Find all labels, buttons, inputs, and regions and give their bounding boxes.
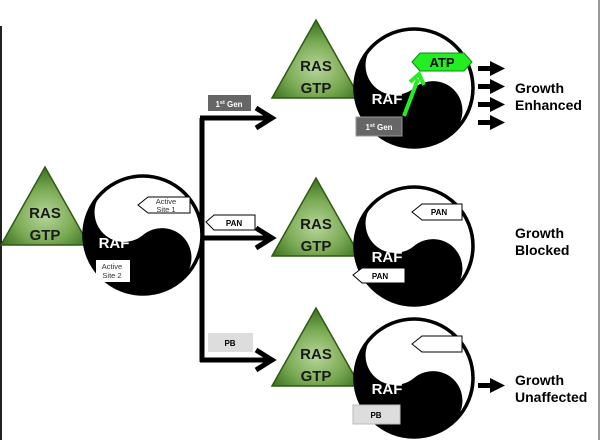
- branch-connector: [199, 105, 277, 373]
- enhanced-growth-arrows: [478, 61, 505, 130]
- branch-3-gtp-label: GTP: [301, 368, 332, 385]
- branch-1-raf-right-label: RAF: [421, 91, 452, 108]
- branch-2-ras-label: RAS: [300, 216, 332, 233]
- svg-text:Site 1: Site 1: [156, 205, 175, 214]
- svg-text:PB: PB: [224, 339, 235, 348]
- branch-2-raf-left-label: RAF: [372, 249, 403, 266]
- branch-2-raf-right-label: RAF: [421, 249, 452, 266]
- svg-text:PAN: PAN: [226, 219, 243, 228]
- outcome-enhanced: Growth Enhanced: [515, 80, 582, 113]
- branch-3-raf-right-label: RAF: [421, 381, 452, 398]
- svg-text:1st Gen: 1st Gen: [215, 100, 242, 109]
- frame-left-edge: [0, 26, 2, 440]
- svg-text:PAN: PAN: [431, 208, 448, 217]
- svg-text:Site 2: Site 2: [102, 271, 121, 280]
- arrow-right-icon: [478, 61, 505, 76]
- unaffected-growth-arrow: [478, 378, 505, 393]
- branch-2-gtp-label: GTP: [301, 238, 332, 255]
- active-site-1-tag: Active Site 1: [137, 196, 191, 214]
- active-site-2-tag: Active Site 2: [96, 260, 130, 282]
- arrow-right-icon: [478, 79, 505, 94]
- initial-ras-label: RAS: [29, 205, 61, 222]
- initial-raf-right-label: RAF: [148, 235, 179, 252]
- branch-2-pan-site-1: PAN: [411, 203, 463, 221]
- branch-1-bound-inhibitor: 1st Gen: [355, 116, 403, 137]
- branch-2-pan-site-2: PAN: [352, 267, 406, 284]
- arrow-right-icon: [478, 378, 505, 393]
- pan-inhibitor-label: PAN: [205, 214, 256, 231]
- outcome-unaffected: Growth Unaffected: [515, 372, 588, 405]
- outcome-blocked: Growth Blocked: [515, 225, 570, 258]
- initial-raf-left-label: RAF: [99, 235, 130, 252]
- initial-gtp-label: GTP: [30, 227, 61, 244]
- atp-binding-arrow: [402, 70, 426, 117]
- frame-right-edge: [598, 0, 600, 440]
- atp-tag: ATP: [411, 52, 473, 72]
- branch-3-pb-bound: PB: [352, 404, 401, 425]
- svg-text:1st Gen: 1st Gen: [365, 123, 392, 132]
- branch-3-raf-left-label: RAF: [372, 381, 403, 398]
- svg-text:Active: Active: [102, 262, 122, 271]
- branch-1-gtp-label: GTP: [301, 80, 332, 97]
- svg-text:PB: PB: [370, 411, 381, 420]
- branch-1-ras-label: RAS: [300, 58, 332, 75]
- arrow-right-icon: [478, 115, 505, 130]
- branch-1-raf-left-label: RAF: [372, 91, 403, 108]
- branch-3-ras-label: RAS: [300, 346, 332, 363]
- first-gen-inhibitor-label: 1st Gen: [208, 95, 251, 111]
- arrow-right-icon: [478, 97, 505, 112]
- pb-inhibitor-label: PB: [208, 333, 253, 352]
- branch-3-empty-site-notch: [411, 335, 463, 353]
- svg-text:PAN: PAN: [372, 272, 389, 281]
- svg-text:Active: Active: [156, 197, 176, 206]
- svg-text:ATP: ATP: [429, 55, 454, 70]
